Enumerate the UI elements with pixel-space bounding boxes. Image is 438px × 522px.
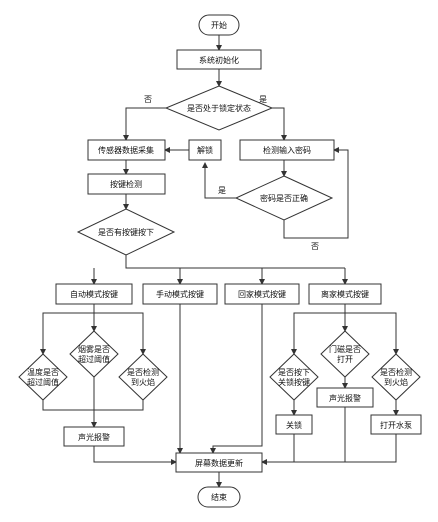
alarm-auto-node: 声光报警 [63, 426, 125, 447]
start-label: 开始 [211, 20, 227, 30]
fire-auto-line1: 是否检测 [127, 367, 159, 377]
pump-node: 打开水泵 [370, 414, 422, 435]
manual-mode-node: 手动模式按键 [142, 283, 218, 305]
fire-away-line1: 是否检测 [380, 367, 412, 377]
edge-temp-join [42, 400, 94, 411]
fire-away-decision: 是否检测 到火焰 [371, 353, 421, 401]
alarm-away-node: 声光报警 [316, 387, 374, 408]
lock-node: 关锁 [275, 414, 313, 435]
smoke-decision-line2: 超过阈值 [78, 354, 110, 364]
edge-auto-fire [94, 312, 146, 355]
screen-update-node: 屏幕数据更新 [175, 452, 263, 473]
auto-mode-node: 自动模式按键 [55, 283, 133, 305]
start-node: 开始 [198, 14, 240, 36]
edge-pwd-no [283, 147, 349, 239]
lock-key-decision: 是否按下 关锁按键 [269, 353, 319, 401]
edge-away-lock [291, 304, 346, 355]
edge-fire-join [94, 400, 144, 411]
pump-label: 打开水泵 [380, 420, 412, 430]
unlock-label: 解锁 [197, 145, 213, 155]
end-node: 结束 [197, 486, 241, 508]
smoke-decision: 烟雾是否 超过阈值 [69, 330, 119, 378]
edge-lock-screen [261, 434, 295, 465]
fire-away-line2: 到火焰 [384, 377, 408, 387]
edge-label-pwd-no: 否 [311, 242, 319, 251]
input-pwd-node: 检测输入密码 [239, 139, 335, 161]
lock-key-line2: 关锁按键 [278, 377, 310, 387]
alarm-auto-label: 声光报警 [78, 432, 110, 442]
edge-away-fire [345, 312, 399, 355]
screen-update-label: 屏幕数据更新 [195, 458, 243, 468]
key-detect-label: 按键检测 [110, 179, 142, 189]
fire-auto-line2: 到火焰 [131, 377, 155, 387]
door-decision: 门磁是否 打开 [320, 330, 370, 378]
init-node: 系统初始化 [176, 49, 262, 70]
smoke-decision-line1: 烟雾是否 [78, 345, 110, 354]
edge-locked-no [123, 107, 166, 141]
sensor-label: 传感器数据采集 [98, 145, 154, 155]
end-label: 结束 [211, 492, 227, 502]
edge-home-screen [210, 304, 263, 454]
away-mode-node: 离家模式按键 [308, 283, 382, 305]
edge-pwd-yes [202, 162, 236, 199]
key-detect-node: 按键检测 [87, 173, 166, 195]
unlock-node: 解锁 [188, 139, 222, 161]
auto-mode-label: 自动模式按键 [70, 289, 118, 299]
temp-decision-line2: 超过阈值 [27, 377, 59, 387]
lock-key-line1: 是否按下 [278, 367, 310, 377]
any-key-decision: 是否有按键按下 [76, 208, 176, 256]
door-decision-line2: 打开 [337, 354, 353, 364]
edge-label-yes-right: 是 [259, 95, 267, 104]
home-mode-label: 回家模式按键 [238, 289, 286, 299]
input-pwd-label: 检测输入密码 [263, 145, 311, 155]
edges [40, 35, 399, 488]
edge-label-no-left: 否 [144, 95, 152, 104]
any-key-label: 是否有按键按下 [98, 227, 154, 237]
home-mode-node: 回家模式按键 [224, 283, 300, 305]
temp-decision-line1: 温度是否 [27, 367, 59, 377]
lock-label: 关锁 [286, 420, 302, 430]
away-mode-label: 离家模式按键 [321, 289, 369, 299]
sensor-node: 传感器数据采集 [87, 139, 166, 161]
edge-any-bus [125, 255, 345, 269]
pwd-decision: 密码是否正确 [234, 175, 334, 221]
locked-decision: 是否处于锁定状态 [164, 85, 274, 131]
pwd-decision-label: 密码是否正确 [260, 193, 308, 203]
edge-pump-screen [345, 434, 397, 463]
edge-label-pwd-yes: 是 [218, 186, 226, 195]
alarm-away-label: 声光报警 [329, 393, 361, 403]
edge-alarm-screen [93, 446, 177, 465]
locked-decision-label: 是否处于锁定状态 [187, 103, 251, 113]
fire-auto-decision: 是否检测 到火焰 [118, 353, 168, 401]
temp-decision: 温度是否 超过阈值 [18, 353, 68, 401]
edge-auto-temp [40, 304, 95, 355]
init-label: 系统初始化 [199, 55, 239, 65]
edge-locked-yes [272, 107, 287, 141]
door-decision-line1: 门磁是否 [329, 344, 361, 354]
manual-mode-label: 手动模式按键 [156, 289, 204, 299]
